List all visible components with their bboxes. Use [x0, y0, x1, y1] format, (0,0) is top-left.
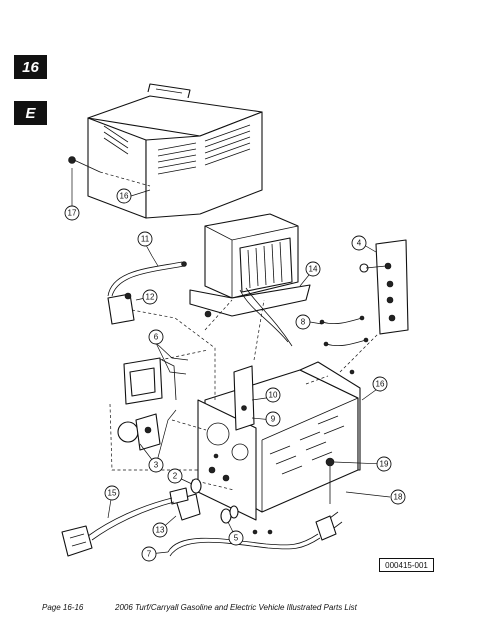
svg-text:2: 2: [173, 472, 178, 481]
svg-text:6: 6: [154, 333, 159, 342]
callout-14: 14: [305, 261, 321, 277]
screw-17: [68, 156, 151, 187]
callout-19: 19: [376, 456, 392, 472]
ac-cord-7: [167, 511, 343, 557]
ammeter-6: [123, 357, 177, 405]
timer-3: [117, 413, 161, 451]
callout-3: 3: [148, 457, 164, 473]
footer-page-number: Page 16-16: [42, 603, 84, 612]
callout-17: 17: [64, 205, 80, 221]
svg-text:12: 12: [146, 293, 155, 302]
callout-7: 7: [141, 546, 157, 562]
svg-text:17: 17: [68, 209, 77, 218]
callout-10: 10: [265, 387, 281, 403]
svg-text:3: 3: [154, 461, 159, 470]
callout-2: 2: [167, 468, 183, 484]
jumper-wires-8: [319, 315, 369, 347]
callout-16-cover: 16: [116, 188, 132, 204]
footer-title: 2006 Turf/Carryall Gasoline and Electric…: [115, 603, 357, 612]
svg-text:8: 8: [301, 318, 306, 327]
callout-12: 12: [142, 289, 158, 305]
dc-cord-15: [61, 497, 175, 557]
svg-text:16: 16: [120, 192, 129, 201]
strain-relief-13: [169, 487, 201, 521]
svg-text:16: 16: [376, 380, 385, 389]
figure-id-label: 000415-001: [379, 558, 434, 572]
svg-text:14: 14: [309, 265, 318, 274]
charger-cover: [87, 83, 263, 219]
callout-9: 9: [265, 411, 281, 427]
svg-text:4: 4: [357, 239, 362, 248]
callout-13: 13: [152, 522, 168, 538]
svg-text:18: 18: [394, 493, 403, 502]
fuse-holder-12: [107, 292, 135, 325]
section-number-tab: 16: [14, 55, 47, 79]
mount-bracket: [233, 365, 255, 431]
svg-text:5: 5: [234, 534, 239, 543]
wire-lead-11: [107, 261, 187, 297]
callout-6: 6: [148, 329, 164, 345]
callout-18: 18: [390, 489, 406, 505]
grommet-5: [220, 505, 239, 524]
callout-8: 8: [295, 314, 311, 330]
callout-16-chassis: 16: [372, 376, 388, 392]
callout-5: 5: [228, 530, 244, 546]
svg-text:13: 13: [156, 526, 165, 535]
section-letter-tab: E: [14, 101, 47, 125]
leader-lines: [71, 168, 391, 555]
callout-11: 11: [137, 231, 153, 247]
svg-text:15: 15: [108, 489, 117, 498]
callout-15: 15: [104, 485, 120, 501]
transformer: [189, 213, 311, 347]
svg-text:9: 9: [271, 415, 276, 424]
svg-text:19: 19: [380, 460, 389, 469]
svg-text:7: 7: [147, 550, 152, 559]
svg-text:10: 10: [269, 391, 278, 400]
screws: [204, 310, 355, 535]
svg-text:11: 11: [141, 235, 150, 244]
callout-4: 4: [351, 235, 367, 251]
grommet-2: [190, 478, 202, 494]
terminal-board-4: [359, 239, 409, 335]
